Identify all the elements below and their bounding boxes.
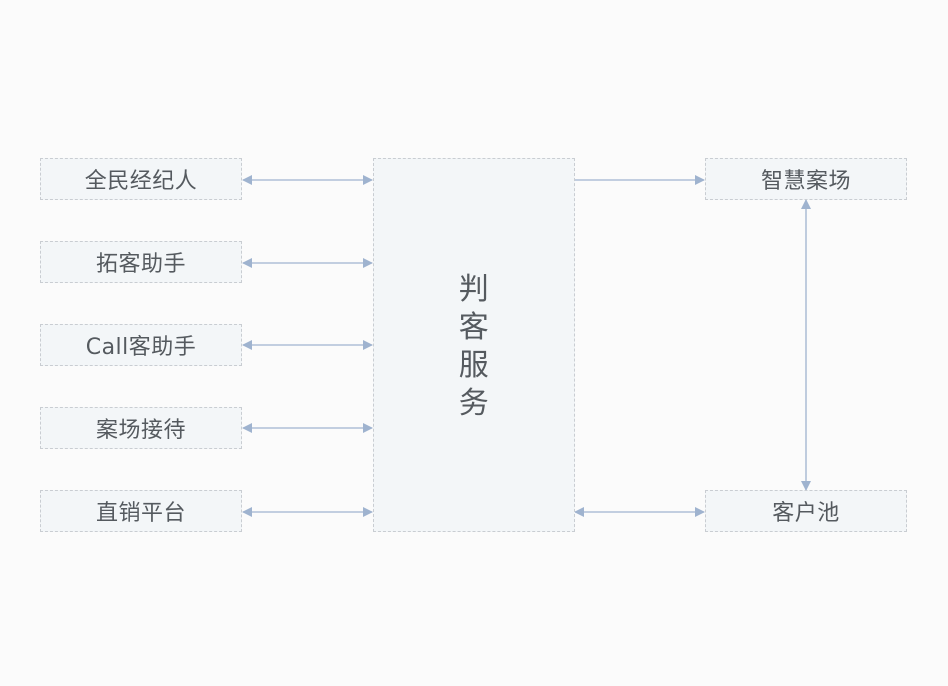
node-panke-fuwu: 判 客 服 务	[373, 158, 575, 532]
center-char: 务	[458, 386, 490, 421]
node-label: 客户池	[772, 501, 840, 526]
node-kehuchi: 客户池	[705, 490, 907, 532]
node-quanmin-jingjiren: 全民经纪人	[40, 158, 242, 200]
center-char: 判	[458, 272, 490, 307]
node-anchang-jiedai: 案场接待	[40, 407, 242, 449]
node-label: 全民经纪人	[84, 169, 198, 194]
center-char: 服	[458, 348, 490, 383]
center-char: 客	[458, 310, 490, 345]
node-label: 直销平台	[95, 501, 186, 526]
node-label: Call客助手	[85, 335, 197, 360]
node-label: 智慧案场	[760, 169, 851, 194]
node-tuoke-zhushou: 拓客助手	[40, 241, 242, 283]
node-zhihui-anchang: 智慧案场	[705, 158, 907, 200]
node-label: 拓客助手	[95, 252, 186, 277]
node-callke-zhushou: Call客助手	[40, 324, 242, 366]
node-zhixiao-pingtai: 直销平台	[40, 490, 242, 532]
node-label: 案场接待	[95, 418, 186, 443]
